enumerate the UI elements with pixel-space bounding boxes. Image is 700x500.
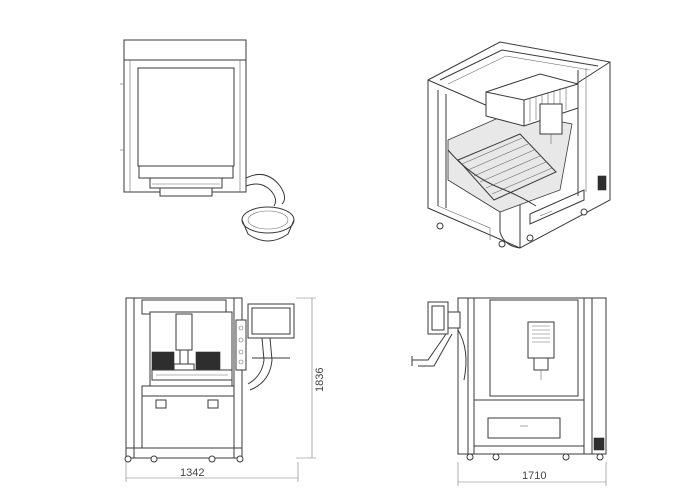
dimension-label-side-width: 1710 xyxy=(522,470,546,482)
front-view-control-panel xyxy=(235,319,247,371)
front-view-monitor-arm xyxy=(247,337,265,385)
side-view-drawer xyxy=(487,417,561,439)
side-view-monitor-arm xyxy=(412,333,447,361)
dimension-label-front-width: 1342 xyxy=(180,467,204,479)
side-view xyxy=(411,297,607,486)
side-view-spindle-fins xyxy=(532,325,550,343)
top-view-front-tray xyxy=(149,177,223,189)
front-view-monitor xyxy=(247,303,295,339)
top-view xyxy=(120,39,295,242)
iso-drawer xyxy=(529,189,585,225)
dimension-label-front-height: 1836 xyxy=(314,368,326,392)
side-view-vent xyxy=(593,437,605,451)
front-view xyxy=(124,297,316,482)
iso-spindle xyxy=(539,103,563,135)
top-view-monitor-arm xyxy=(245,173,286,205)
top-view-rear-frame xyxy=(123,39,247,61)
side-view-monitor xyxy=(427,301,449,335)
iso-vent xyxy=(597,175,607,191)
side-view-spindle xyxy=(527,321,555,359)
front-view-bed xyxy=(151,351,233,381)
iso-bed-slots xyxy=(457,133,557,201)
isometric-view xyxy=(427,41,611,249)
front-view-spindle xyxy=(175,313,193,351)
